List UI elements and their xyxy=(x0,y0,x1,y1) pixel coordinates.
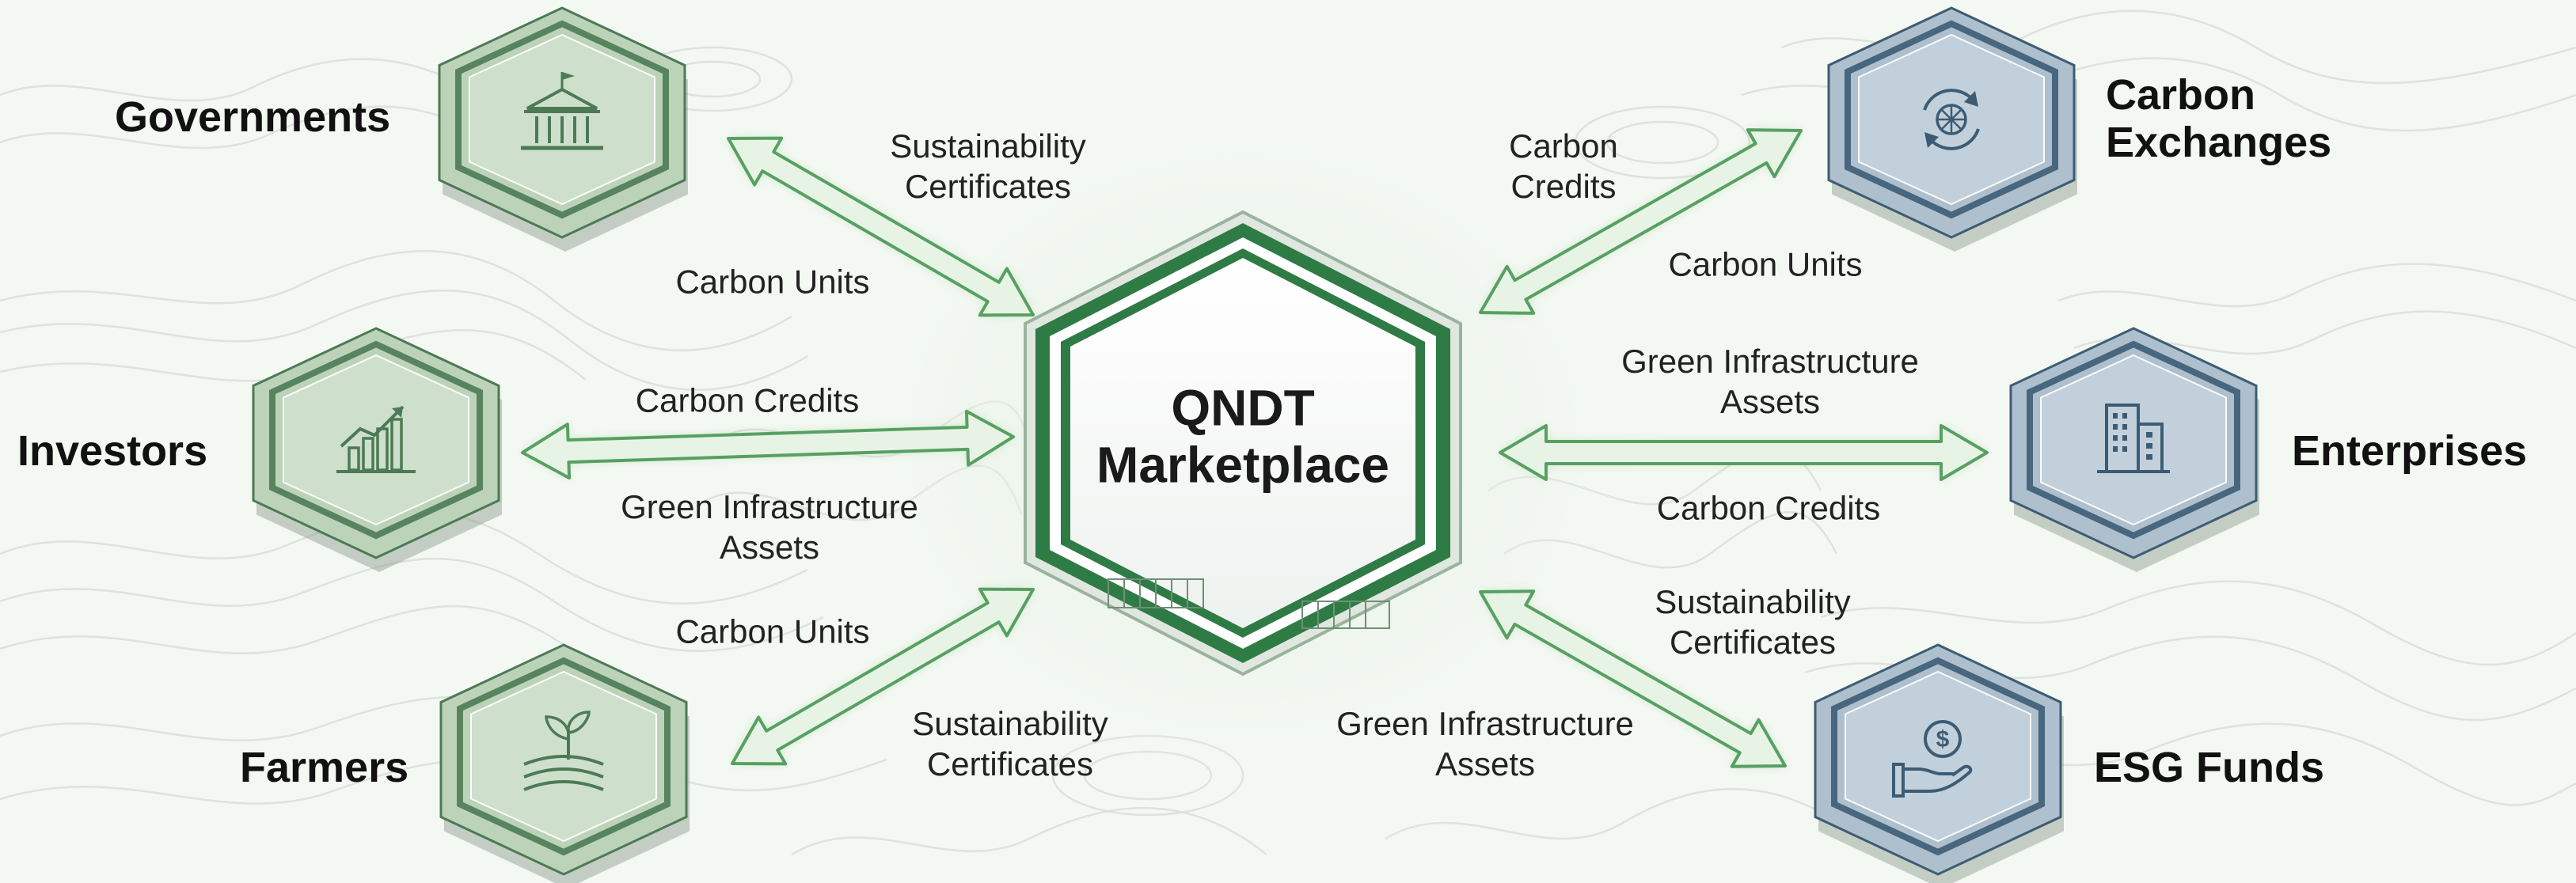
svg-text:$: $ xyxy=(1936,726,1950,752)
flow-label-line: Carbon Units xyxy=(675,263,870,301)
center-title: QNDT Marketplace xyxy=(1096,380,1389,493)
center-grille xyxy=(1108,578,1390,629)
office-building-icon xyxy=(2097,404,2170,473)
arrow-carbon-exchanges xyxy=(1479,128,1803,315)
arrow-enterprises xyxy=(1499,424,1989,481)
flow-label-line: Sustainability xyxy=(912,704,1108,742)
flow-arrows xyxy=(521,128,1989,768)
arrow-farmers xyxy=(731,587,1035,766)
flow-label-enterprises-bottom: Carbon Credits xyxy=(1657,487,1880,528)
node-label-investors: Investors xyxy=(17,427,208,475)
arrow-shape xyxy=(727,136,1035,317)
flow-label-line: Certificates xyxy=(904,168,1072,205)
flow-label-line: Certificates xyxy=(926,745,1094,783)
node-label-governments: Governments xyxy=(115,93,391,141)
arrow-governments xyxy=(727,136,1035,317)
node-label-carbon-exchanges: Carbon Exchanges xyxy=(2106,71,2331,167)
arrow-investors xyxy=(521,409,1016,480)
node-carbon-exchanges xyxy=(1827,6,2077,252)
flow-label-line: Assets xyxy=(1719,383,1821,420)
node-label-esg-funds: ESG Funds xyxy=(2094,744,2325,791)
node-label-carbon-exchanges-line1: Carbon xyxy=(2106,71,2255,119)
exchange-cycle-icon xyxy=(1923,89,1980,150)
flow-label-farmers-top: Carbon Units xyxy=(675,611,869,651)
growth-chart-icon xyxy=(336,405,416,473)
topographic-contours xyxy=(0,9,2576,856)
node-enterprises xyxy=(2009,327,2259,572)
flow-label-line: Assets xyxy=(1434,745,1536,783)
flow-label-line: Sustainability xyxy=(1655,582,1851,620)
flow-label-line: Sustainability xyxy=(890,127,1086,165)
flow-label-esg-bottom: Green Infrastructure Assets xyxy=(1336,703,1634,784)
flow-label-line: Credits xyxy=(1510,168,1617,205)
flow-label-line: Green Infrastructure xyxy=(1336,704,1634,742)
flow-label-enterprises-top: Green Infrastructure Assets xyxy=(1621,341,1919,422)
arrow-shape xyxy=(1479,128,1803,315)
node-label-enterprises: Enterprises xyxy=(2292,427,2528,475)
flow-label-line: Green Infrastructure xyxy=(621,487,918,525)
flow-label-esg-top: Sustainability Certificates xyxy=(1655,582,1850,662)
sprout-field-icon xyxy=(523,711,604,791)
node-farmers xyxy=(439,643,690,883)
flow-label-exchanges-bottom: Carbon Units xyxy=(1668,244,1862,284)
flow-label-line: Carbon Units xyxy=(675,612,870,650)
flow-label-line: Certificates xyxy=(1669,623,1837,661)
flow-label-exchanges-top: Carbon Credits xyxy=(1509,126,1618,207)
money-hand-icon: $ xyxy=(1892,720,1973,798)
center-hexagon xyxy=(1024,210,1462,676)
node-governments xyxy=(438,6,688,252)
flow-label-farmers-bottom: Sustainability Certificates xyxy=(912,703,1108,784)
arrow-shape xyxy=(1499,424,1989,481)
center-title-line2: Marketplace xyxy=(1096,436,1389,493)
node-investors xyxy=(252,327,502,572)
stakeholder-nodes: $ xyxy=(252,6,2259,883)
flow-label-line: Carbon Units xyxy=(1668,245,1863,283)
arrow-shape xyxy=(731,587,1035,766)
flow-label-line: Carbon Credits xyxy=(1656,489,1881,527)
flow-label-line: Assets xyxy=(719,529,820,566)
flow-label-line: Green Infrastructure xyxy=(1621,342,1919,380)
arrow-shape xyxy=(521,409,1016,480)
center-title-line1: QNDT xyxy=(1171,379,1315,437)
flow-label-governments-top: Sustainability Certificates xyxy=(890,126,1085,207)
flow-label-investors-bottom: Green Infrastructure Assets xyxy=(621,487,918,567)
flow-label-line: Carbon xyxy=(1509,127,1618,165)
arrow-esg-funds xyxy=(1479,589,1787,768)
flow-label-governments-bottom: Carbon Units xyxy=(675,261,869,301)
arrow-shape xyxy=(1479,589,1787,768)
flow-label-line: Carbon Credits xyxy=(635,381,860,419)
government-building-icon xyxy=(521,72,603,150)
node-label-carbon-exchanges-line2: Exchanges xyxy=(2106,119,2332,167)
flow-label-investors-top: Carbon Credits xyxy=(636,380,859,420)
node-esg-funds: $ xyxy=(1814,643,2064,883)
node-label-farmers: Farmers xyxy=(240,744,409,791)
